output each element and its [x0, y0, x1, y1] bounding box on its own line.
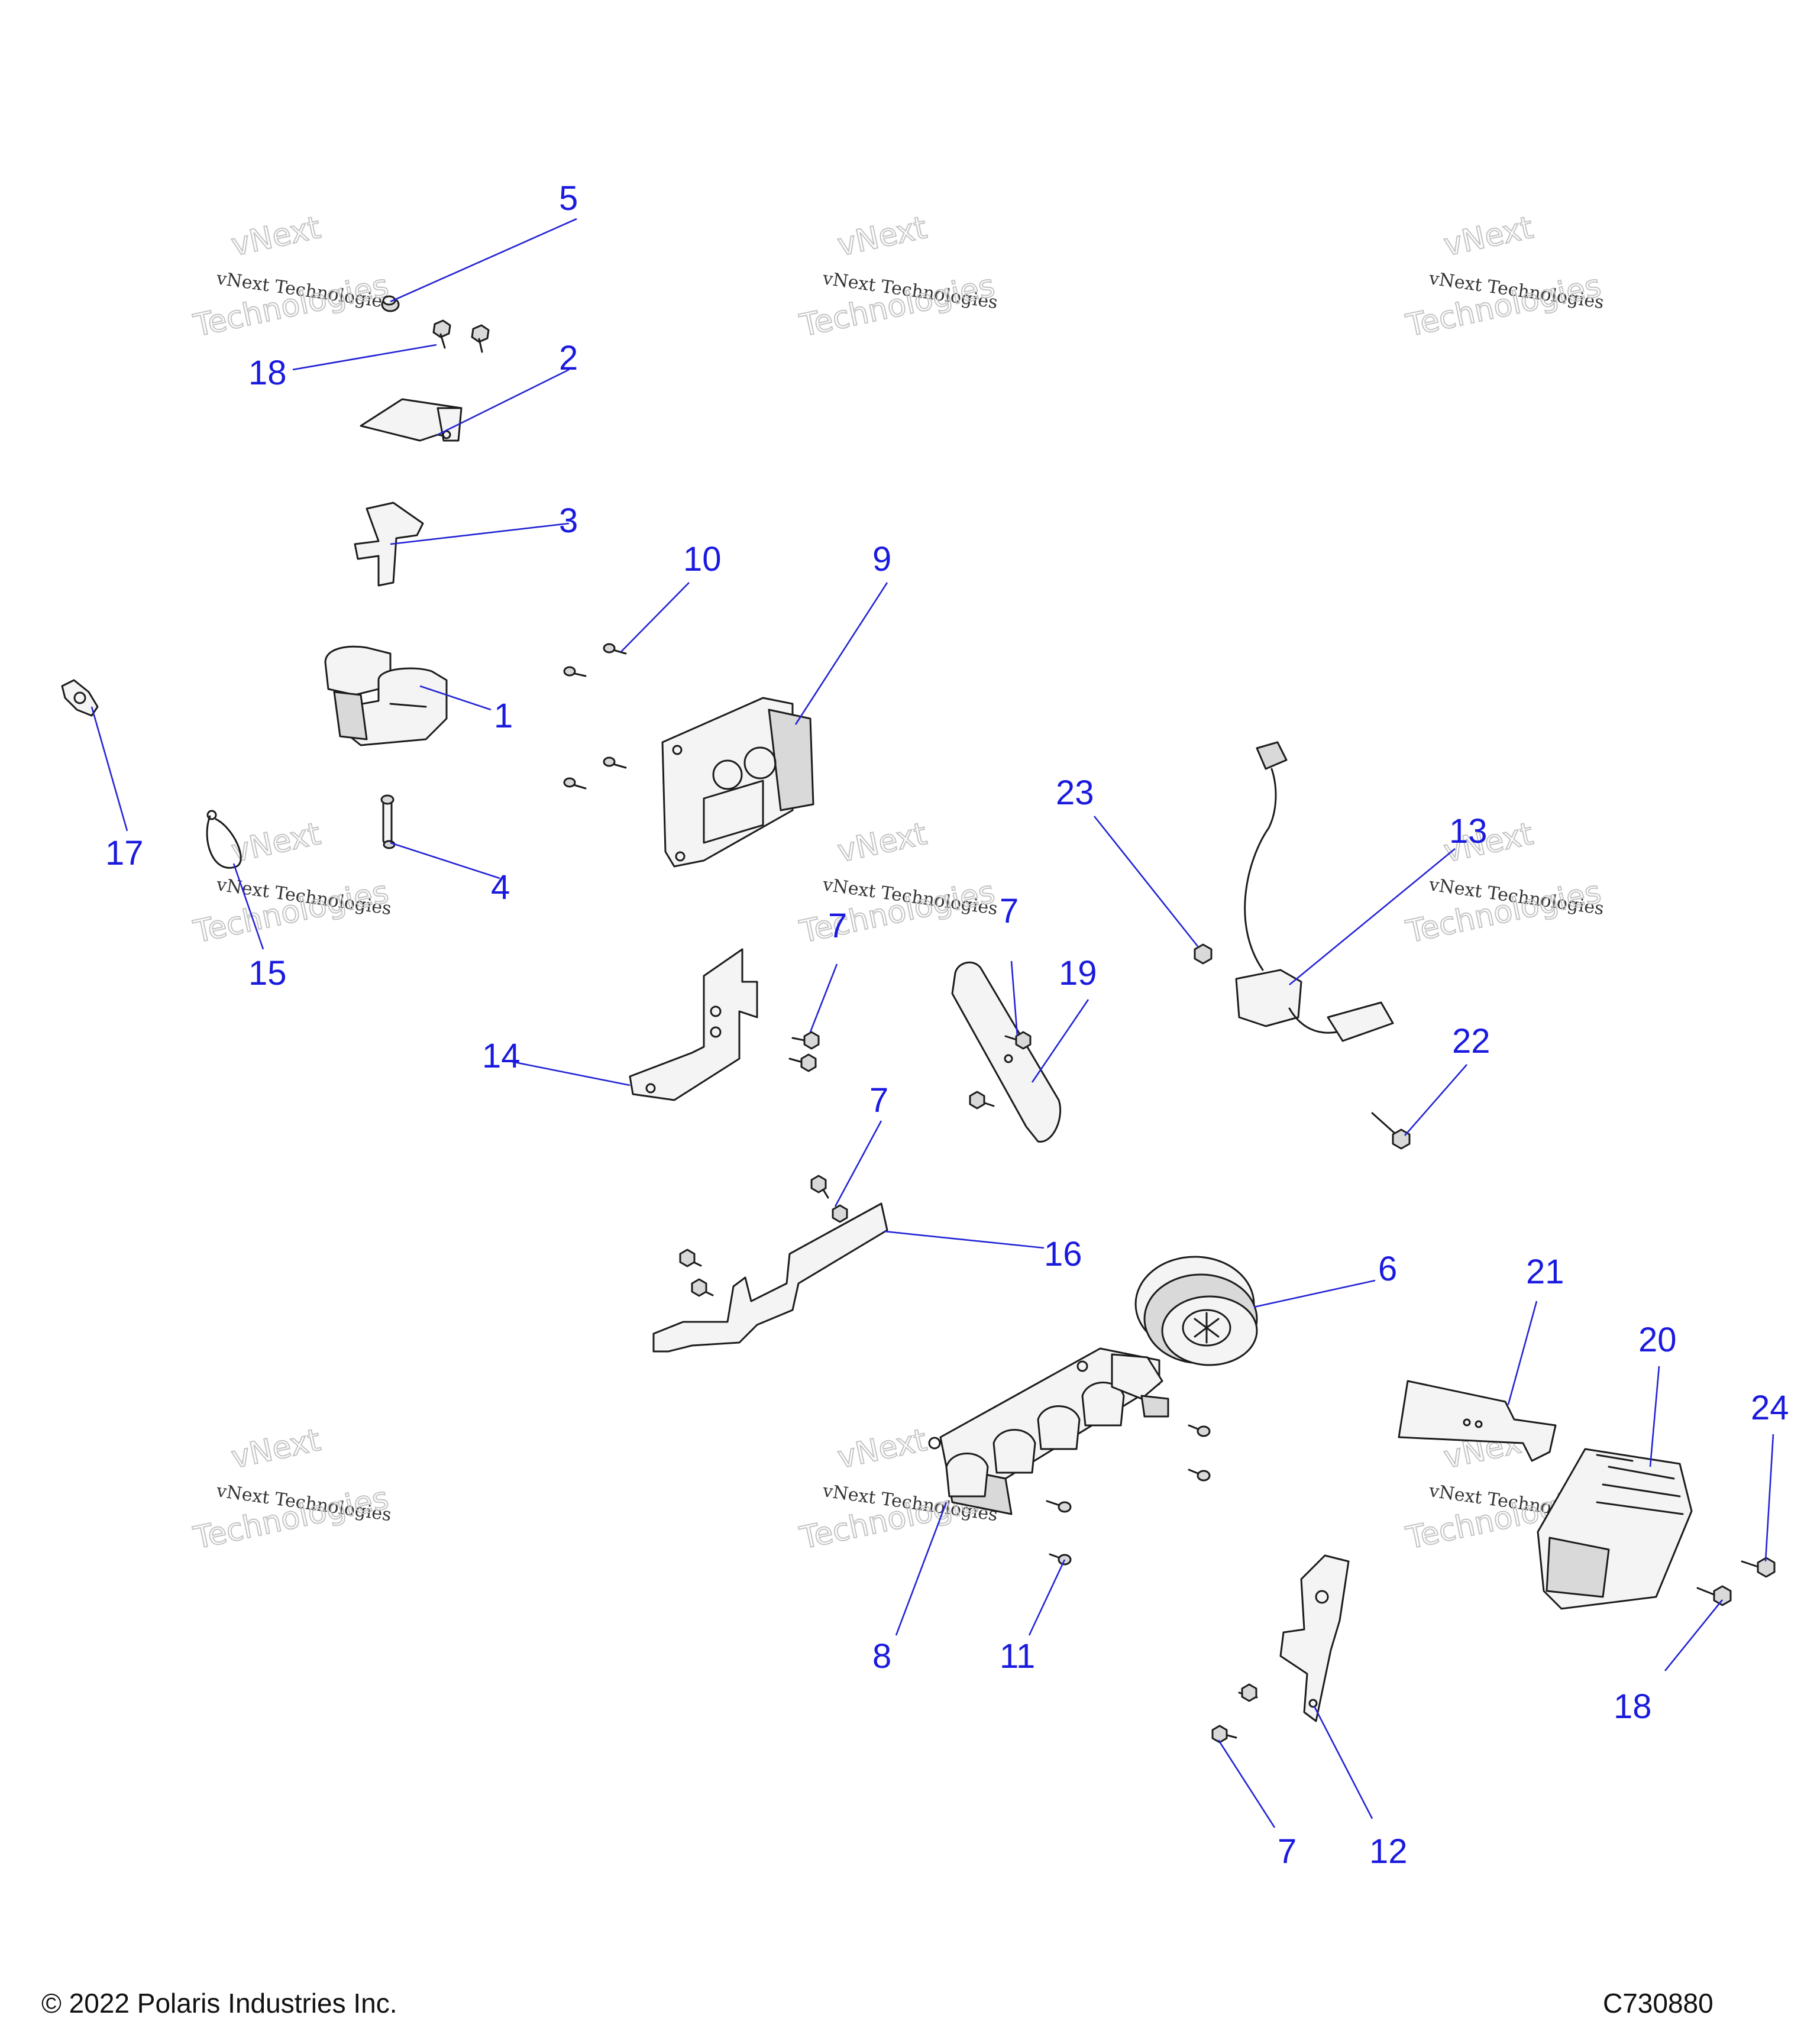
callout-13: 13 — [1449, 812, 1488, 850]
callout-6: 6 — [1378, 1250, 1397, 1288]
callout-21: 21 — [1526, 1253, 1564, 1291]
part-11-screws — [1046, 1424, 1211, 1566]
part-5-nut — [381, 295, 400, 312]
watermark-low-left: vNext vNext Technologies Technologies — [190, 1422, 393, 1557]
part-20-regulator — [1537, 1448, 1693, 1610]
part-16-bracket — [652, 1175, 888, 1353]
svg-text:vNext: vNext — [1441, 210, 1536, 263]
callout-9: 9 — [872, 540, 891, 578]
part-1-coil — [324, 645, 448, 746]
callout-20: 20 — [1638, 1321, 1677, 1359]
part-24-bolt — [1741, 1557, 1776, 1578]
callout-22: 22 — [1452, 1022, 1491, 1060]
leader-lines — [90, 218, 1774, 1828]
watermark-top-left: vNext vNext Technologies Technologies — [190, 209, 393, 345]
part-13-sensor-harness — [1235, 741, 1394, 1042]
callout-24: 24 — [1751, 1389, 1789, 1427]
watermark-mid-center: vNext vNext Technologies Technologies — [796, 816, 999, 951]
part-14-bracket — [629, 948, 758, 1101]
callout-12: 12 — [1369, 1832, 1408, 1871]
callout-2: 2 — [559, 339, 578, 377]
part-23-nut — [1194, 943, 1213, 965]
watermark-top-right: vNext vNext Technologies Technologies — [1402, 209, 1605, 345]
part-4-bolt — [380, 794, 396, 849]
part-17-clip — [61, 679, 99, 717]
callout-23: 23 — [1056, 774, 1094, 812]
part-6-horn — [1134, 1256, 1258, 1366]
diagram-code: C730880 — [1603, 1988, 1713, 2019]
callout-11: 11 — [1000, 1637, 1035, 1676]
callout-16: 16 — [1044, 1235, 1082, 1273]
part-22-bolt — [1371, 1112, 1411, 1150]
copyright-text: © 2022 Polaris Industries Inc. — [41, 1988, 397, 2019]
svg-text:vNext: vNext — [835, 816, 930, 869]
callout-4: 4 — [491, 868, 510, 907]
part-7-bolts-bottom — [1211, 1683, 1258, 1744]
callout-1: 1 — [494, 697, 513, 735]
part-10-screws — [563, 643, 627, 790]
part-7-bolts-mid — [788, 1031, 820, 1072]
part-19-bracket — [951, 961, 1062, 1143]
part-12-bracket — [1279, 1554, 1350, 1722]
callout-5: 5 — [559, 179, 578, 218]
callout-14: 14 — [482, 1037, 520, 1075]
callout-7-a: 7 — [828, 907, 847, 945]
svg-text:vNext: vNext — [835, 1422, 930, 1476]
callout-7-b: 7 — [1000, 892, 1019, 930]
watermark-top-center: vNext vNext Technologies Technologies — [796, 209, 999, 345]
callout-3: 3 — [559, 502, 578, 540]
callout-labels: 5 18 2 3 10 9 1 17 4 15 23 13 7 7 19 14 … — [105, 179, 1789, 1871]
callout-15: 15 — [248, 954, 287, 992]
callout-18-bottom: 18 — [1614, 1687, 1652, 1726]
callout-7-c: 7 — [869, 1081, 888, 1120]
svg-text:vNext: vNext — [835, 210, 930, 263]
callout-8: 8 — [872, 1637, 891, 1676]
svg-text:vNext: vNext — [228, 1422, 324, 1476]
watermark-mid-left: vNext vNext Technologies Technologies — [190, 816, 393, 951]
callout-18-top: 18 — [248, 354, 287, 392]
part-18-bolts-top — [432, 319, 490, 353]
watermark-mid-right: vNext vNext Technologies Technologies — [1402, 816, 1605, 951]
callout-19: 19 — [1059, 954, 1097, 992]
callout-7-d: 7 — [1278, 1832, 1297, 1871]
part-21-bracket — [1398, 1380, 1557, 1462]
part-15-cable-tie — [206, 810, 242, 869]
svg-text:vNext: vNext — [228, 816, 324, 869]
callout-10: 10 — [683, 540, 722, 578]
part-8-relay-block — [928, 1347, 1169, 1515]
part-9-ecu — [661, 697, 814, 868]
callout-17: 17 — [105, 834, 144, 872]
part-3-clip — [354, 502, 424, 587]
part-18-bolt-right — [1696, 1585, 1732, 1606]
svg-text:vNext: vNext — [228, 210, 324, 263]
part-2-bracket — [360, 398, 463, 442]
